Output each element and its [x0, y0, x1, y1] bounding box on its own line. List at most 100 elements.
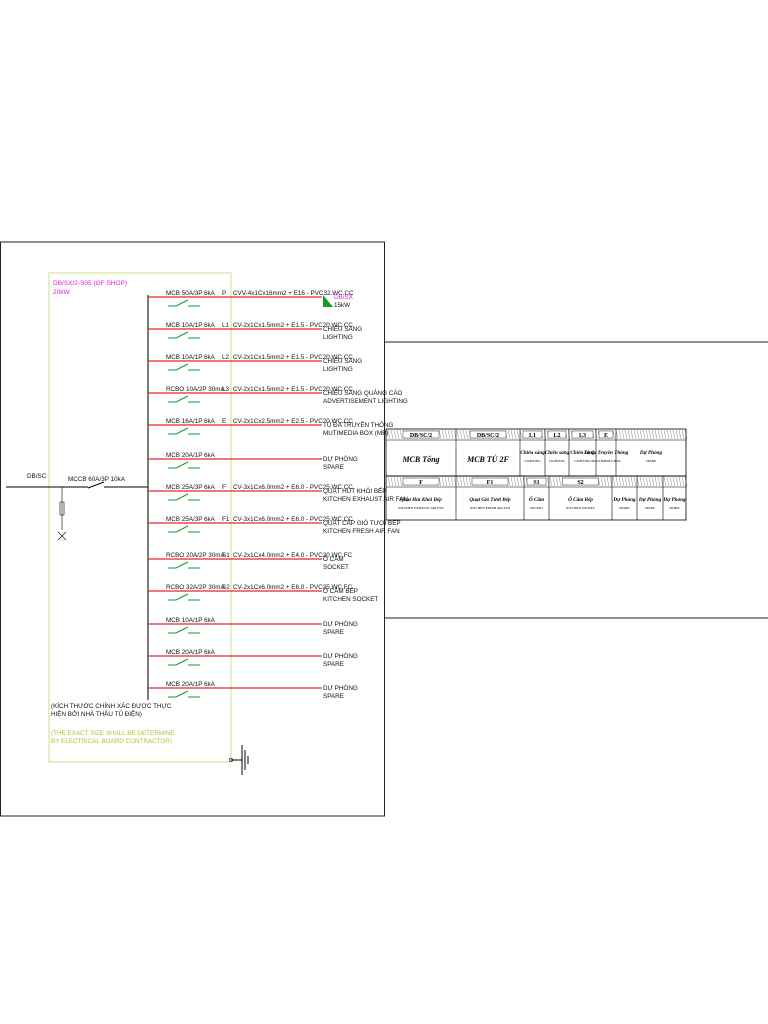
hatch-line	[663, 429, 667, 440]
hatch-line	[678, 476, 682, 487]
table-cell-sub: KITCHEN SOCKET	[566, 506, 596, 510]
table-cell-title: Dự Phòng	[662, 497, 686, 503]
hatch-line	[672, 429, 676, 440]
hatch-line	[630, 476, 634, 487]
branch-phase-label: E	[222, 418, 226, 425]
hatch-line	[441, 476, 445, 487]
hatch-line	[651, 476, 655, 487]
table-cell-title: Ổ Cắm Bếp	[568, 495, 593, 503]
table-cell-title: Chiếu sáng	[520, 449, 545, 456]
breaker-symbol	[168, 690, 200, 698]
hatch-line	[627, 429, 631, 440]
hatch-line	[462, 429, 466, 440]
cb-tap-symbol	[57, 487, 67, 541]
branch-cable-label: CV-2x1Cx1.5mm2 + E1.5 - PVC20.WC.CC	[233, 386, 353, 393]
table-cell-sub: LIGHTING	[549, 459, 566, 463]
hatch-line	[627, 476, 631, 487]
hatch-line	[624, 476, 628, 487]
branch-breaker-label: RCBO 10A/2P 30mA	[166, 386, 225, 393]
breaker-symbol	[168, 561, 200, 569]
table-cell-code: L3	[579, 433, 586, 439]
table-cell-code: S2	[577, 480, 583, 486]
table-cell-sub: KITCHEN FRESH AIR FAN	[470, 506, 511, 510]
hatch-line	[684, 476, 688, 487]
hatch-line	[633, 476, 637, 487]
hatch-line	[453, 429, 457, 440]
hatch-line	[396, 476, 400, 487]
breaker-symbol	[168, 593, 200, 601]
hatch-line	[462, 476, 466, 487]
branch-load-sub: KITCHEN SOCKET	[323, 596, 378, 603]
hatch-line	[516, 429, 520, 440]
table-cell-code: S1	[533, 480, 539, 486]
hatch-line	[510, 476, 514, 487]
branch-load-sub: SPARE	[323, 661, 344, 668]
note-en-1: (THE EXACT SIZE SHALL BE DETERMINE	[51, 730, 175, 737]
hatch-line	[645, 476, 649, 487]
table-cell-sub: SPARE	[645, 506, 655, 510]
hatch-line	[633, 429, 637, 440]
hatch-line	[450, 429, 454, 440]
branch-load-sub: 15kW	[334, 302, 350, 309]
table-cell-code: L1	[529, 433, 536, 439]
table-code-box	[522, 430, 543, 439]
hatch-line	[456, 429, 460, 440]
branch-breaker-label: MCB 10A/1P 6kA	[166, 322, 216, 329]
table-cell-sub: SPARE	[669, 506, 679, 510]
hatch-line	[387, 429, 391, 440]
hatch-line	[615, 429, 619, 440]
branch-breaker-label: MCB 20A/1P 6kA	[166, 681, 216, 688]
hatch-line	[390, 476, 394, 487]
hatch-line	[513, 429, 517, 440]
hatch-line	[630, 429, 634, 440]
hatch-line	[654, 429, 658, 440]
table-code-box	[402, 430, 440, 439]
hatch-line	[399, 429, 403, 440]
branch-phase-label: F	[222, 484, 226, 491]
hatch-line	[603, 476, 607, 487]
hatch-line	[507, 429, 511, 440]
branch-load-sub: KITCHEN EXHAUST AIR FAN	[323, 496, 408, 503]
hatch-line	[555, 476, 559, 487]
main-breaker-label: MCCB 60A/3P 10kA	[68, 476, 126, 483]
hatch-line	[468, 476, 472, 487]
hatch-line	[672, 476, 676, 487]
table-cell-title: Chiếu sáng	[570, 449, 595, 456]
branch-breaker-label: MCB 50A/3P 6kA	[166, 290, 216, 297]
hatch-line	[447, 476, 451, 487]
hatch-line	[621, 429, 625, 440]
branch-cable-label: CVV-4x1Cx16mm2 + E16 - PVC32.WC.CC	[233, 290, 354, 297]
branch-load-label: TỦ ĐA TRUYỀN THÔNG	[323, 419, 394, 429]
hatch-line	[444, 429, 448, 440]
hatch-line	[606, 476, 610, 487]
table-cell-title: Ổ Cắm	[529, 495, 544, 503]
branch-phase-label: L2	[222, 354, 230, 361]
branch-load-sub: KITCHEN FRESH AIR FAN	[323, 528, 400, 535]
earth-icon	[241, 745, 249, 775]
hatch-line	[450, 476, 454, 487]
hatch-line	[684, 429, 688, 440]
table-cell-title: Quạt Hút Khói Bếp	[400, 496, 442, 503]
table-cell-sub: SOCKET	[530, 506, 544, 510]
hatch-line	[558, 476, 562, 487]
hatch-line	[678, 429, 682, 440]
sub-panel-icon	[323, 295, 333, 307]
hatch-line	[651, 429, 655, 440]
table-code-box	[562, 477, 599, 486]
diagram-sheet-border	[0, 241, 385, 817]
breaker-symbol	[168, 331, 200, 339]
branch-load-label: DỰ PHÒNG	[323, 651, 358, 660]
table-code-box	[526, 477, 547, 486]
hatch-line	[390, 429, 394, 440]
hatch-line	[624, 429, 628, 440]
table-cell-sub: SPARE	[646, 459, 656, 463]
branch-cable-label: CV-2x1Cx4.0mm2 + E4.0 - PVC20.WC.FC	[233, 552, 353, 559]
branch-load-label: Ổ CẮM BẾP	[323, 585, 358, 595]
branch-cable-label: CV-3x1Cx6.0mm2 + E6.0 - PVC25.WC.CC	[233, 516, 353, 523]
